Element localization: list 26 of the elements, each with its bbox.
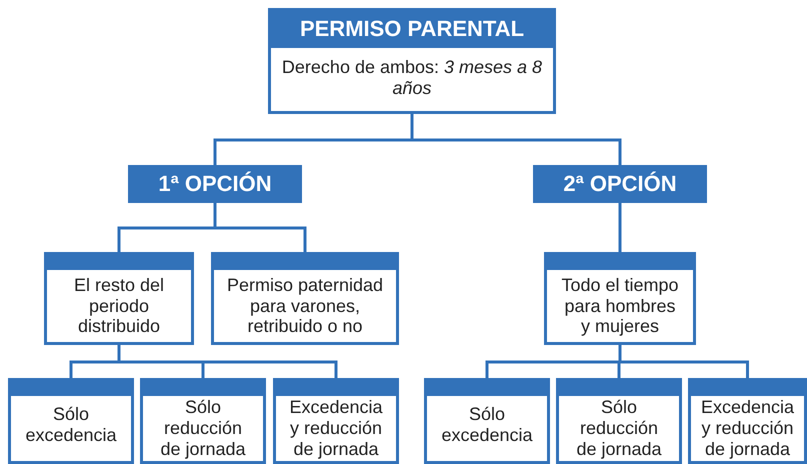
box-text: Sólo reducción de jornada	[575, 397, 663, 460]
box-text: Todo el tiempo para hombres y mujeres	[560, 274, 680, 338]
option-label: 1ª OPCIÓN	[128, 165, 302, 203]
option-box	[211, 252, 399, 345]
box-text: El resto del periodo distribuido	[72, 274, 166, 338]
option-box	[424, 378, 550, 464]
box-text: Excedencia y reducción de jornada	[288, 397, 384, 460]
option-box	[44, 252, 194, 345]
box-title: PERMISO PARENTAL	[271, 11, 553, 48]
option-label: 2ª OPCIÓN	[533, 165, 707, 203]
box-text: Sólo excedencia	[440, 404, 534, 446]
connector-line	[214, 203, 306, 252]
option-box	[140, 378, 266, 464]
option-box	[273, 378, 399, 464]
connector-line	[618, 203, 622, 252]
option-box	[688, 378, 807, 464]
option-box	[544, 252, 696, 345]
box-text: Sólo excedencia	[24, 404, 118, 446]
title-box	[268, 8, 556, 114]
box-text: Permiso paternidad para varones, retribuido o no	[226, 274, 384, 338]
option-box	[8, 378, 134, 464]
box-text: Sólo reducción de jornada	[159, 397, 247, 460]
box-text: Derecho de ambos: 3 meses a 8 años	[280, 56, 544, 98]
box-text: Excedencia y reducción de jornada	[700, 397, 796, 460]
connector-line	[618, 345, 749, 378]
option-box	[556, 378, 682, 464]
